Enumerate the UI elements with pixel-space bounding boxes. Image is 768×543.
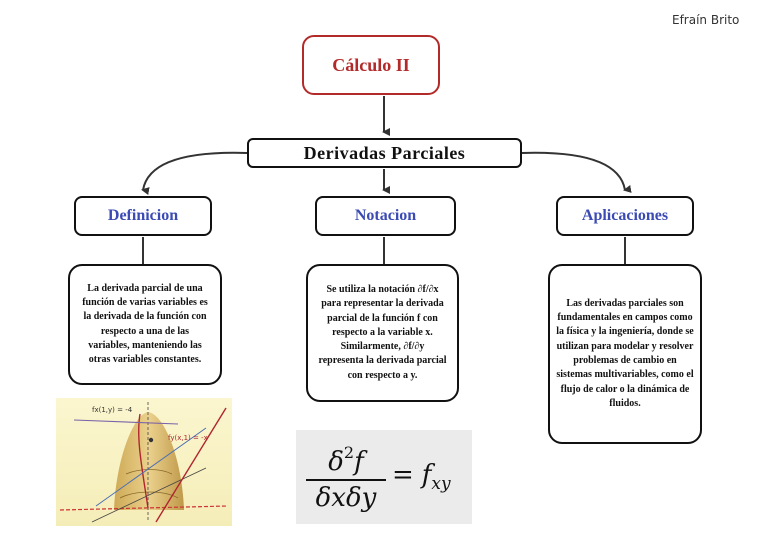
tangent-line-top [73, 419, 179, 425]
surface-contour [119, 491, 179, 499]
y-axis [91, 467, 207, 523]
surface-contour-2 [125, 469, 173, 475]
author-name: Efraín Brito [672, 13, 740, 27]
description-aplicaciones-text: Las derivadas parciales son fundamentale… [556, 297, 694, 409]
description-notacion-text: Se utiliza la notación ∂f/∂x para repres… [318, 283, 447, 381]
x-axis [59, 505, 229, 511]
root-label: Cálculo II [332, 54, 410, 75]
description-notacion: Se utiliza la notación ∂f/∂x para repres… [306, 264, 459, 402]
category-aplicaciones: Aplicaciones [556, 196, 694, 236]
tangent-line-blue [95, 427, 207, 507]
graph-label-right: fy(x,1) = -x [168, 434, 208, 442]
mixed-partial-formula: δ2f δxδy =fxy [296, 430, 472, 524]
tangent-point [148, 437, 154, 443]
description-definicion-text: La derivada parcial de una función de va… [82, 282, 208, 366]
description-aplicaciones: Las derivadas parciales son fundamentale… [548, 264, 702, 444]
main-topic-label: Derivadas Parciales [303, 142, 466, 163]
graph-label-top: fx(1,y) = -4 [92, 406, 133, 414]
description-definicion: La derivada parcial de una función de va… [68, 264, 222, 385]
root-node: Cálculo II [302, 35, 440, 95]
arrow-main-to-definicion [141, 151, 248, 195]
main-topic-node: Derivadas Parciales [247, 138, 522, 168]
category-aplicaciones-label: Aplicaciones [581, 207, 669, 224]
category-notacion-label: Notacion [354, 207, 417, 224]
formula-fraction: δ2f δxδy [306, 438, 386, 513]
category-definicion: Definicion [74, 196, 212, 236]
arrow-main-to-aplicaciones [521, 151, 632, 193]
category-notacion: Notacion [315, 196, 456, 236]
formula-numerator: δ2f [328, 443, 364, 477]
category-definicion-label: Definicion [107, 207, 179, 224]
partial-derivative-surface-graph: fx(1,y) = -4 fy(x,1) = -x [56, 398, 232, 526]
formula-rhs: =fxy [392, 460, 451, 495]
tangent-line-right [155, 407, 227, 523]
formula-fraction-bar [306, 479, 386, 481]
surface-shape [114, 412, 184, 510]
formula-denominator: δxδy [315, 483, 377, 513]
